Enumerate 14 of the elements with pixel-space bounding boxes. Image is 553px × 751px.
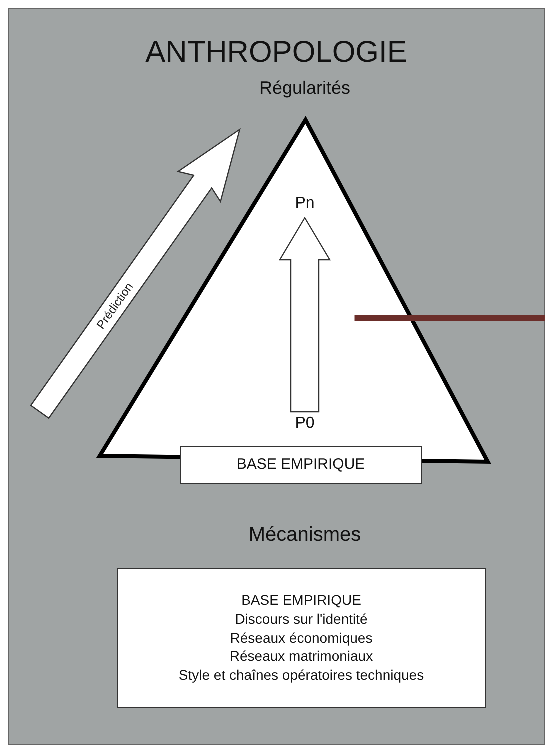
text-box: BASE EMPIRIQUE	[180, 446, 422, 484]
title: ANTHROPOLOGIE	[144, 36, 408, 70]
list-heading: BASE EMPIRIQUE	[242, 590, 362, 610]
list-item: Style et chaînes opératoires techniques	[178, 666, 424, 686]
apex-label: Régularités	[258, 78, 352, 99]
list-box	[117, 568, 486, 708]
list-item: Réseaux matrimoniaux	[230, 647, 374, 666]
leader-line	[354, 315, 545, 321]
point-label: Pn	[283, 192, 327, 216]
block-arrow	[278, 216, 332, 413]
point-label: P0	[283, 412, 327, 436]
list-item: Discours sur l'identité	[235, 610, 368, 629]
section-label: Mécanismes	[248, 524, 362, 547]
list-item: Réseaux économiques	[230, 628, 373, 648]
